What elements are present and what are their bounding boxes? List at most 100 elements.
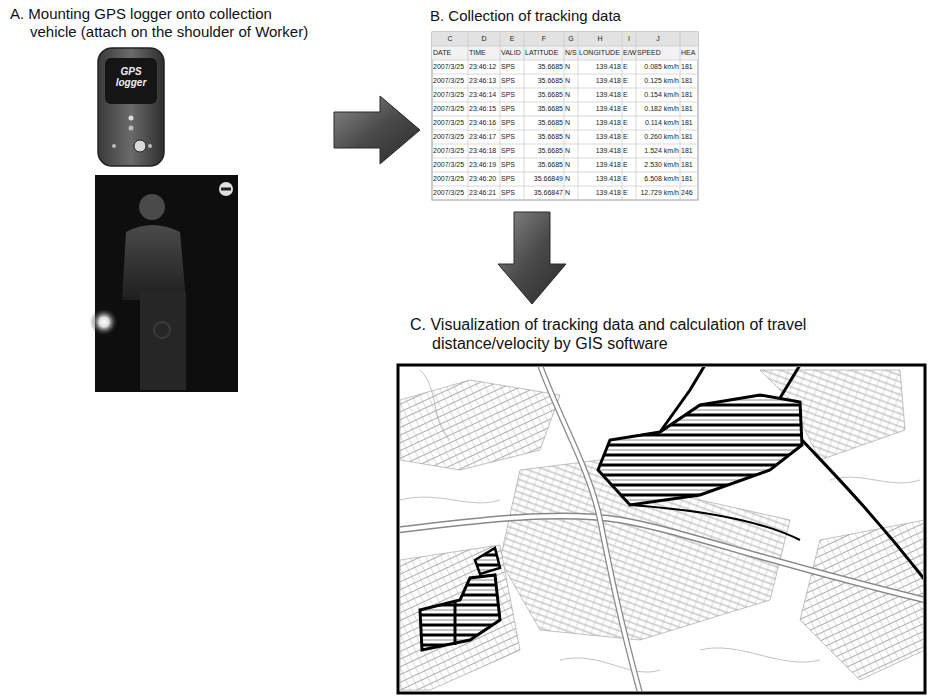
table-cell: 139.418: [578, 60, 622, 74]
table-cell: SPS: [500, 116, 524, 130]
table-cell: SPS: [500, 88, 524, 102]
tracked-area: [598, 395, 802, 505]
table-cell: N: [564, 172, 578, 186]
device-body: [98, 48, 164, 166]
road: [540, 367, 640, 691]
table-cell: SPS: [500, 74, 524, 88]
table-cell: 0.085 km/h: [636, 60, 680, 74]
table-cell: 2007/3/25: [432, 102, 468, 116]
table-cell: 181: [680, 102, 698, 116]
table-cell: N: [564, 116, 578, 130]
table-cell: 181: [680, 172, 698, 186]
column-letter: G: [564, 32, 578, 46]
residential-area: [800, 520, 923, 680]
table-cell: 2007/3/25: [432, 144, 468, 158]
track-route: [660, 367, 705, 432]
table-cell: 181: [680, 88, 698, 102]
table-cell: 23:46:20: [468, 172, 500, 186]
table-cell: E: [622, 102, 636, 116]
column-letter-band: [432, 32, 698, 46]
table-cell: SPS: [500, 102, 524, 116]
table-cell: 181: [680, 74, 698, 88]
table-cell: N: [564, 158, 578, 172]
table-cell: 35.66849: [524, 172, 564, 186]
table-cell: 2007/3/25: [432, 172, 468, 186]
sheet-ground: [432, 32, 698, 200]
table-cell: E: [622, 116, 636, 130]
column-header: HEA: [680, 46, 698, 60]
table-cell: E: [622, 144, 636, 158]
device-led: [112, 144, 116, 148]
table-cell: 181: [680, 158, 698, 172]
table-cell: 181: [680, 60, 698, 74]
table-cell: 23:46:12: [468, 60, 500, 74]
column-header: SPEED: [636, 46, 680, 60]
table-cell: N: [564, 102, 578, 116]
table-cell: 35.6685: [524, 116, 564, 130]
table-cell: 0.114 km/h: [636, 116, 680, 130]
table-cell: 139.418: [578, 88, 622, 102]
table-cell: E: [622, 172, 636, 186]
table-cell: 6.508 km/h: [636, 172, 680, 186]
table-cell: 0.125 km/h: [636, 74, 680, 88]
table-cell: SPS: [500, 60, 524, 74]
table-cell: 139.418: [578, 116, 622, 130]
photo-ground: [95, 175, 238, 392]
block-arrow: [498, 212, 566, 304]
panel-heading: C. Visualization of tracking data and ca…: [410, 312, 850, 353]
table-cell: E: [622, 130, 636, 144]
road-sign-bar: [221, 188, 231, 191]
column-letter: I: [622, 32, 636, 46]
spreadsheet: [432, 32, 698, 200]
table-cell: 139.418: [578, 144, 622, 158]
table-cell: E: [622, 74, 636, 88]
column-letter: F: [524, 32, 564, 46]
table-cell: N: [564, 60, 578, 74]
worker-head: [139, 194, 165, 220]
table-cell: N: [564, 130, 578, 144]
table-cell: 139.418: [578, 74, 622, 88]
worker-photo: [90, 175, 238, 392]
table-cell: 35.6685: [524, 74, 564, 88]
table-cell: E: [622, 186, 636, 200]
gps-logger-device: [98, 48, 164, 166]
column-letter: J: [636, 32, 680, 46]
road: [540, 367, 640, 691]
table-cell: 181: [680, 130, 698, 144]
device-led: [129, 126, 134, 131]
residential-area: [400, 380, 560, 470]
table-cell: 23:46:17: [468, 130, 500, 144]
table-cell: 181: [680, 144, 698, 158]
column-letter: E: [500, 32, 524, 46]
road-sign: [219, 182, 233, 196]
table-cell: 35.6685: [524, 158, 564, 172]
table-cell: 35.6685: [524, 60, 564, 74]
block-arrow: [334, 96, 420, 164]
panel-heading: A. Mounting GPS logger onto collection v…: [10, 2, 320, 41]
table-cell: 23:46:15: [468, 102, 500, 116]
table-cell: 0.182 km/h: [636, 102, 680, 116]
table-cell: SPS: [500, 130, 524, 144]
column-letter: H: [578, 32, 622, 46]
device-face: [105, 58, 157, 104]
table-cell: 23:46:19: [468, 158, 500, 172]
table-cell: SPS: [500, 186, 524, 200]
header-band: [432, 46, 698, 60]
column-header: LONGITUDE: [578, 46, 622, 60]
table-cell: 35.66847: [524, 186, 564, 200]
figure-panel: C. Visualization of tracking data and ca…: [398, 312, 928, 695]
table-cell: 23:46:21: [468, 186, 500, 200]
table-cell: E: [622, 60, 636, 74]
column-letter: D: [468, 32, 500, 46]
track-line: [454, 600, 457, 645]
device-led: [148, 144, 152, 148]
column-header: TIME: [468, 46, 500, 60]
table-cell: SPS: [500, 172, 524, 186]
table-cell: 23:46:16: [468, 116, 500, 130]
table-cell: 139.418: [578, 130, 622, 144]
figure-panel: A. Mounting GPS logger onto collection v…: [8, 2, 326, 397]
column-header: VALID: [500, 46, 524, 60]
device-led: [129, 116, 134, 121]
tracked-area: [420, 575, 500, 650]
table-cell: N: [564, 88, 578, 102]
